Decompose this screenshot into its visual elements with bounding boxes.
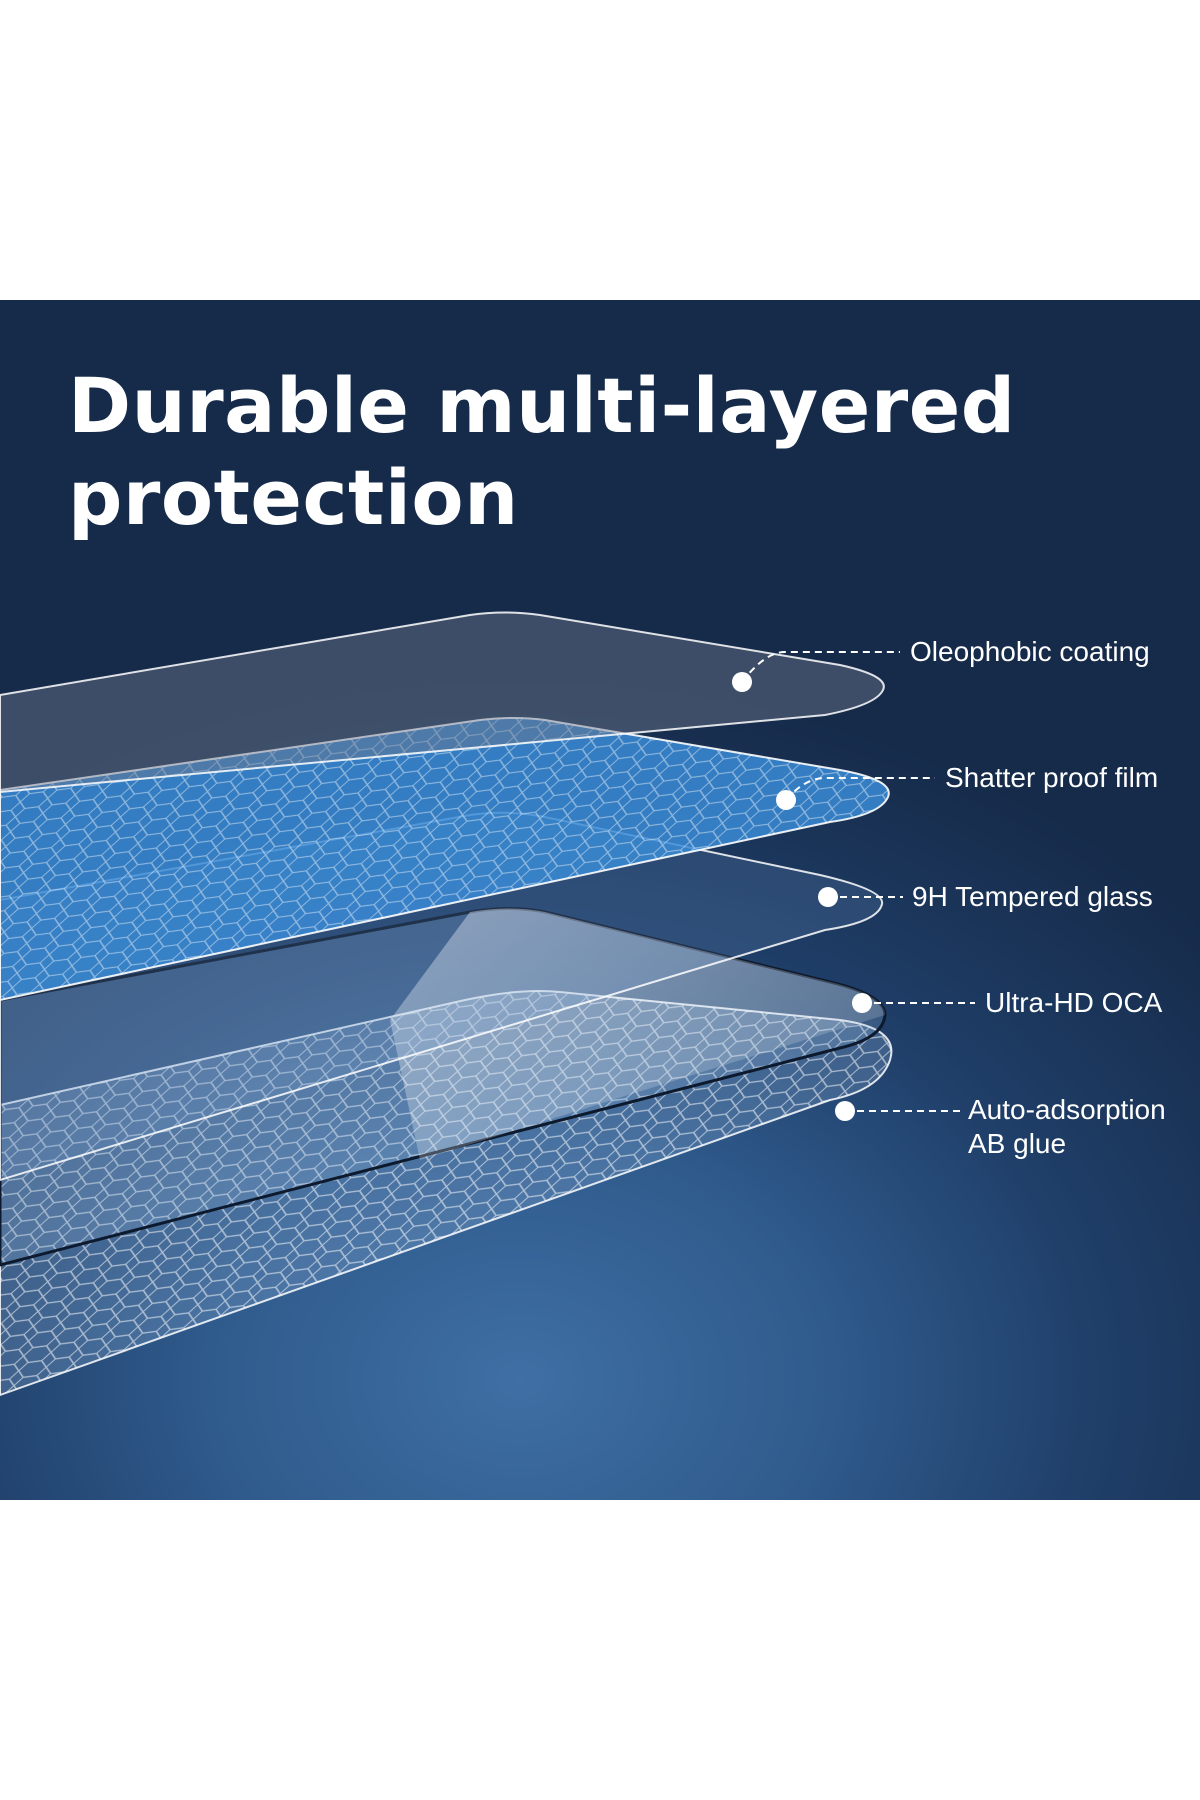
dot-icon	[818, 887, 838, 907]
layer-oleophobic-coating	[0, 611, 885, 794]
callout-ab-glue: Auto-adsorption AB glue	[968, 1093, 1166, 1161]
callout-ab-glue-line-2: AB glue	[968, 1128, 1067, 1159]
layer-stack-illustration	[0, 611, 975, 1397]
callout-shatter-proof-film: Shatter proof film	[945, 762, 1159, 793]
callout-oleophobic-coating: Oleophobic coating	[910, 636, 1150, 667]
dot-icon	[835, 1101, 855, 1121]
dot-icon	[776, 790, 796, 810]
dot-icon	[852, 993, 872, 1013]
title-line-2: protection	[68, 453, 519, 542]
dot-icon	[732, 672, 752, 692]
layer-shatter-proof-film	[0, 717, 890, 1002]
title-line-1: Durable multi-layered	[68, 361, 1016, 450]
page-title: Durable multi-layered protection	[68, 360, 1016, 544]
callout-tempered-glass: 9H Tempered glass	[912, 881, 1153, 912]
callout-ultra-hd-oca: Ultra-HD OCA	[985, 987, 1163, 1018]
callout-ab-glue-line-1: Auto-adsorption	[968, 1094, 1166, 1125]
layer-ultra-hd-oca	[0, 907, 887, 1267]
callout-dots	[732, 672, 872, 1121]
product-infographic-panel: Durable multi-layered protection	[0, 300, 1200, 1500]
